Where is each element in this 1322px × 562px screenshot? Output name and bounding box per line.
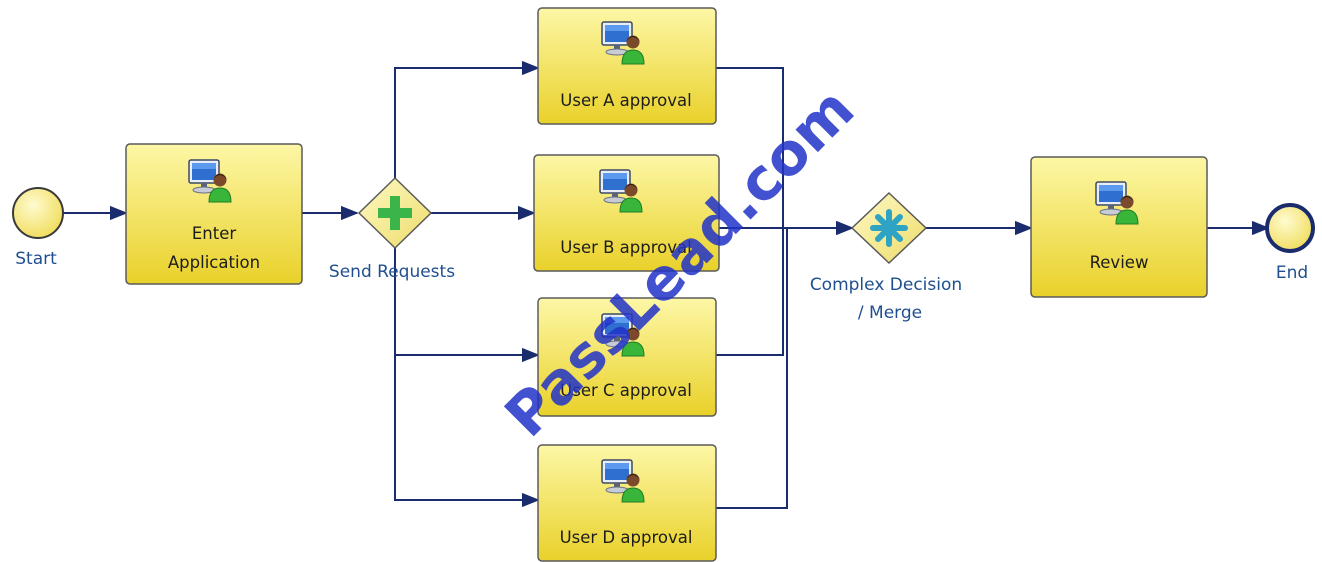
task-enter-application-label-line1: Enter <box>192 224 237 243</box>
flow-user-d-to-merge <box>716 228 788 509</box>
task-review[interactable]: Review <box>1030 156 1208 298</box>
connectors <box>64 60 1270 509</box>
gateway-complex-merge-label-line2: / Merge <box>858 303 922 323</box>
task-user-a-approval-label: User A approval <box>560 91 691 110</box>
task-user-d-approval[interactable]: User D approval <box>537 444 717 562</box>
gateway-send-requests-label: Send Requests <box>329 262 455 282</box>
start-event-label: Start <box>15 249 57 269</box>
task-user-b-approval[interactable]: User B approval <box>533 154 720 272</box>
task-enter-application[interactable]: Enter Application <box>125 143 303 285</box>
gateway-complex-merge[interactable] <box>850 191 928 265</box>
gateway-send-requests[interactable] <box>357 176 433 250</box>
end-event-label: End <box>1276 263 1308 283</box>
gateway-complex-merge-label-line1: Complex Decision <box>810 275 962 295</box>
task-user-c-approval-label: User C approval <box>560 381 692 400</box>
flow-send-to-user-c <box>394 244 540 363</box>
task-user-b-approval-label: User B approval <box>560 238 691 257</box>
task-review-label: Review <box>1090 253 1149 272</box>
task-enter-application-label-line2: Application <box>168 253 260 272</box>
end-event[interactable] <box>1265 203 1315 253</box>
flow-send-to-user-d <box>394 244 540 508</box>
task-user-a-approval[interactable]: User A approval <box>537 7 717 125</box>
flow-send-to-user-a <box>394 60 540 182</box>
parallel-plus-icon <box>378 196 412 230</box>
task-user-c-approval[interactable]: User C approval <box>537 297 717 417</box>
complex-asterisk-icon <box>870 209 908 247</box>
start-event[interactable] <box>12 187 64 239</box>
task-user-d-approval-label: User D approval <box>560 528 693 547</box>
flow-user-c-to-merge <box>716 228 784 356</box>
